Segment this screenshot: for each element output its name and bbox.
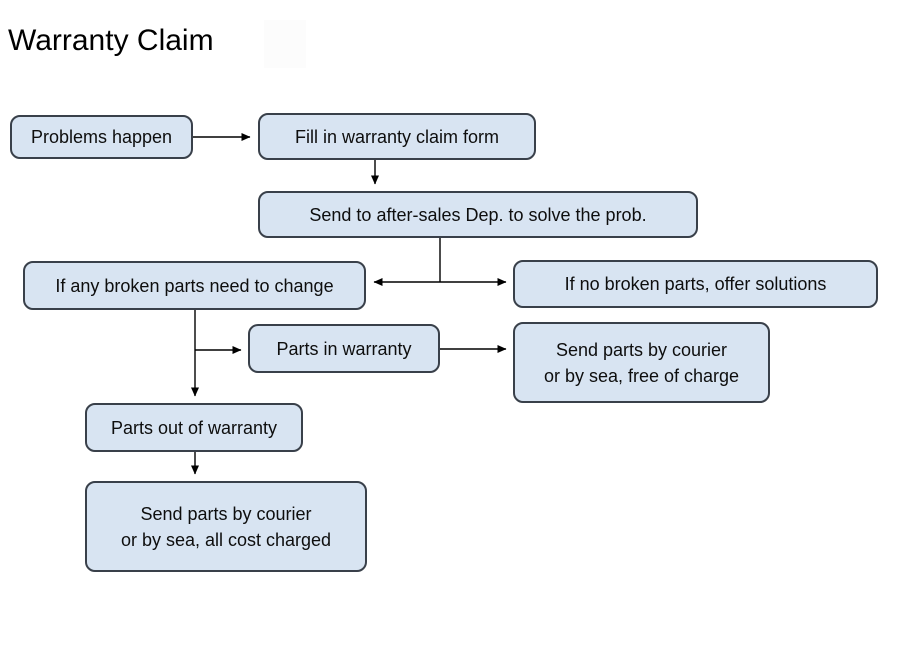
node-parts-in-warranty: Parts in warranty <box>248 324 440 373</box>
node-fill-claim-form: Fill in warranty claim form <box>258 113 536 160</box>
node-problems-happen: Problems happen <box>10 115 193 159</box>
node-broken-parts-change: If any broken parts need to change <box>23 261 366 310</box>
watermark-patch <box>264 20 306 68</box>
node-send-after-sales: Send to after-sales Dep. to solve the pr… <box>258 191 698 238</box>
page-title: Warranty Claim <box>8 24 214 57</box>
node-no-broken-parts: If no broken parts, offer solutions <box>513 260 878 308</box>
node-parts-out-of-warranty: Parts out of warranty <box>85 403 303 452</box>
node-send-free-of-charge: Send parts by courier or by sea, free of… <box>513 322 770 403</box>
node-send-cost-charged: Send parts by courier or by sea, all cos… <box>85 481 367 572</box>
